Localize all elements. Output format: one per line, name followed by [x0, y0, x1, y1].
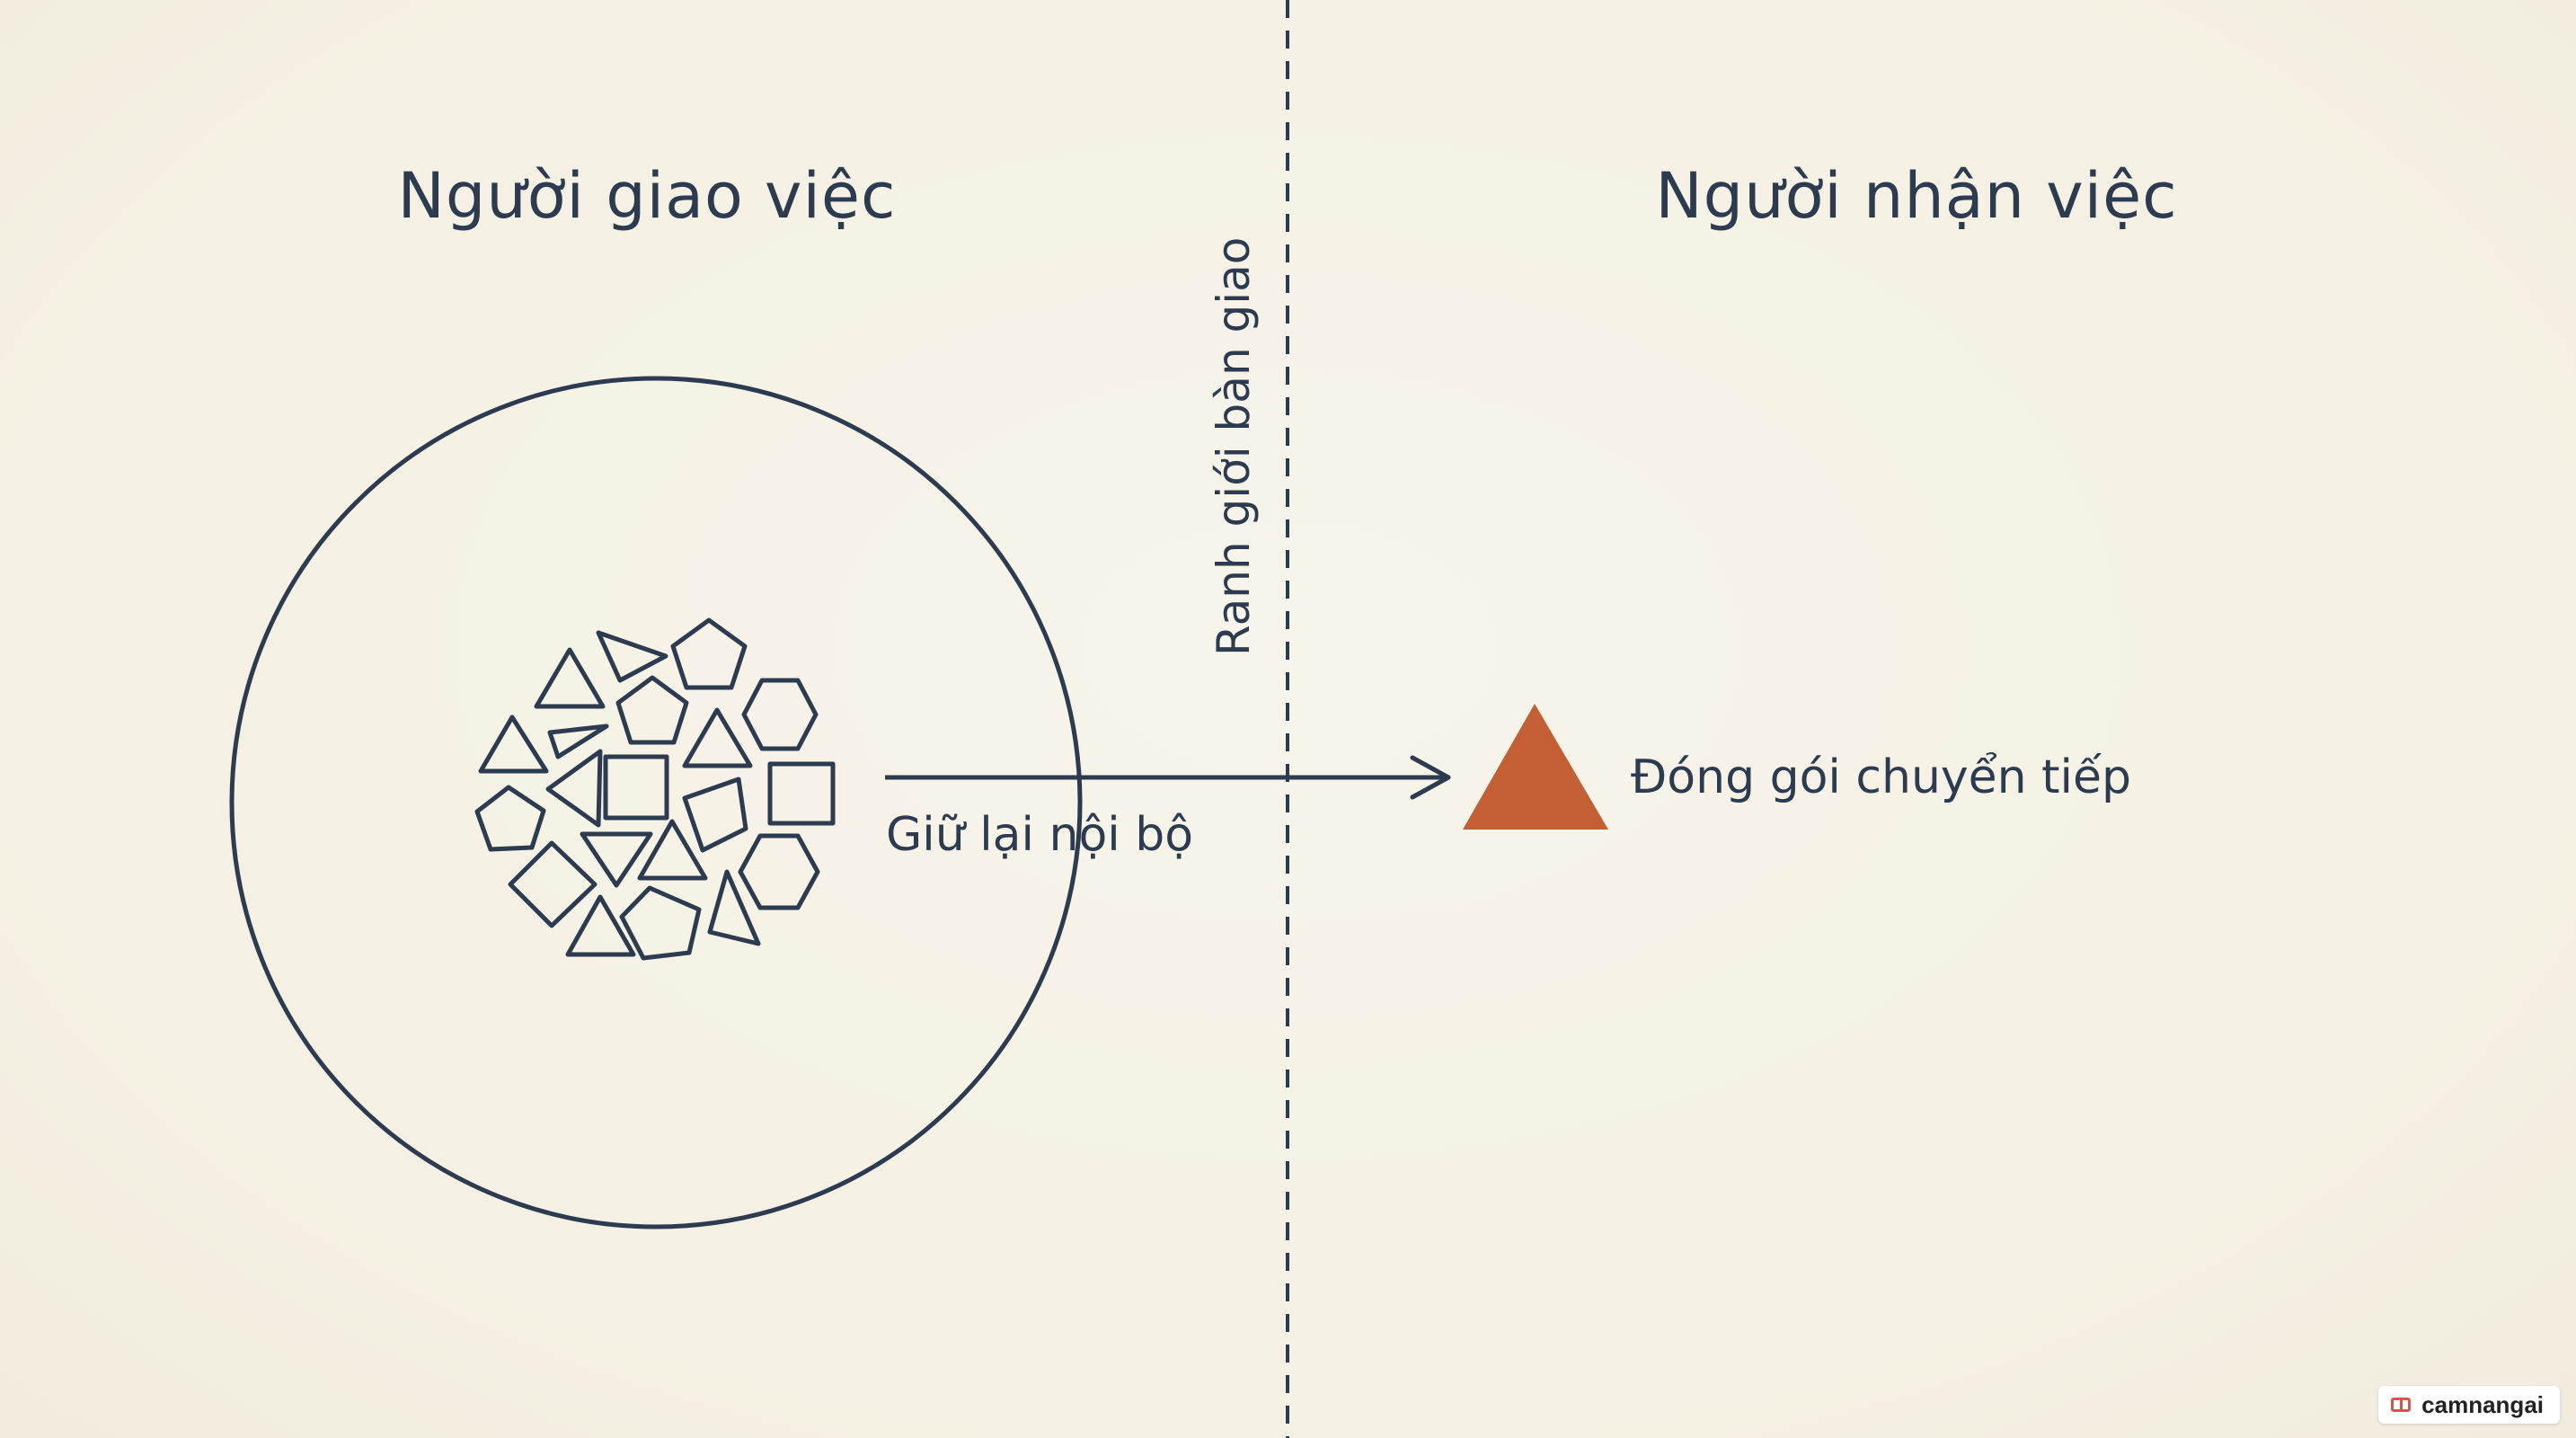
- pentagon-shape: [619, 885, 702, 961]
- book-icon: [2391, 1398, 2412, 1412]
- boundary-label: Ranh giới bàn giao: [1208, 237, 1260, 656]
- heading-assigner: Người giao việc: [398, 159, 897, 233]
- triangle-shape: [545, 749, 603, 828]
- square-shape: [508, 840, 598, 928]
- triangle-shape: [682, 707, 753, 768]
- task-shapes-cluster: [474, 617, 836, 961]
- keep-internal-label: Giữ lại nội bộ: [886, 808, 1193, 862]
- triangle-shape: [534, 647, 606, 709]
- square-shape: [767, 761, 836, 826]
- pentagon-shape: [474, 785, 546, 852]
- pentagon-shape: [615, 675, 689, 745]
- triangle-shape: [707, 869, 761, 946]
- pentagon-shape: [670, 617, 748, 690]
- assigner-circle: [229, 376, 1083, 1229]
- square-shape: [682, 777, 748, 853]
- handoff-arrow-head: [1410, 755, 1451, 800]
- triangle-shape: [547, 723, 609, 759]
- triangle-shape: [565, 894, 636, 957]
- package-triangle: [1463, 704, 1608, 830]
- watermark-text: camnangai: [2421, 1390, 2544, 1418]
- triangle-shape: [637, 819, 708, 881]
- triangle-shape: [596, 630, 668, 683]
- hexagon-shape: [738, 833, 820, 910]
- hexagon-shape: [741, 678, 819, 751]
- square-shape: [603, 754, 669, 821]
- triangle-shape: [580, 831, 653, 888]
- heading-receiver: Người nhận việc: [1655, 159, 2177, 233]
- watermark-logo: camnangai: [2378, 1386, 2560, 1424]
- package-forward-label: Đóng gói chuyển tiếp: [1631, 750, 2131, 804]
- triangle-shape: [478, 715, 549, 774]
